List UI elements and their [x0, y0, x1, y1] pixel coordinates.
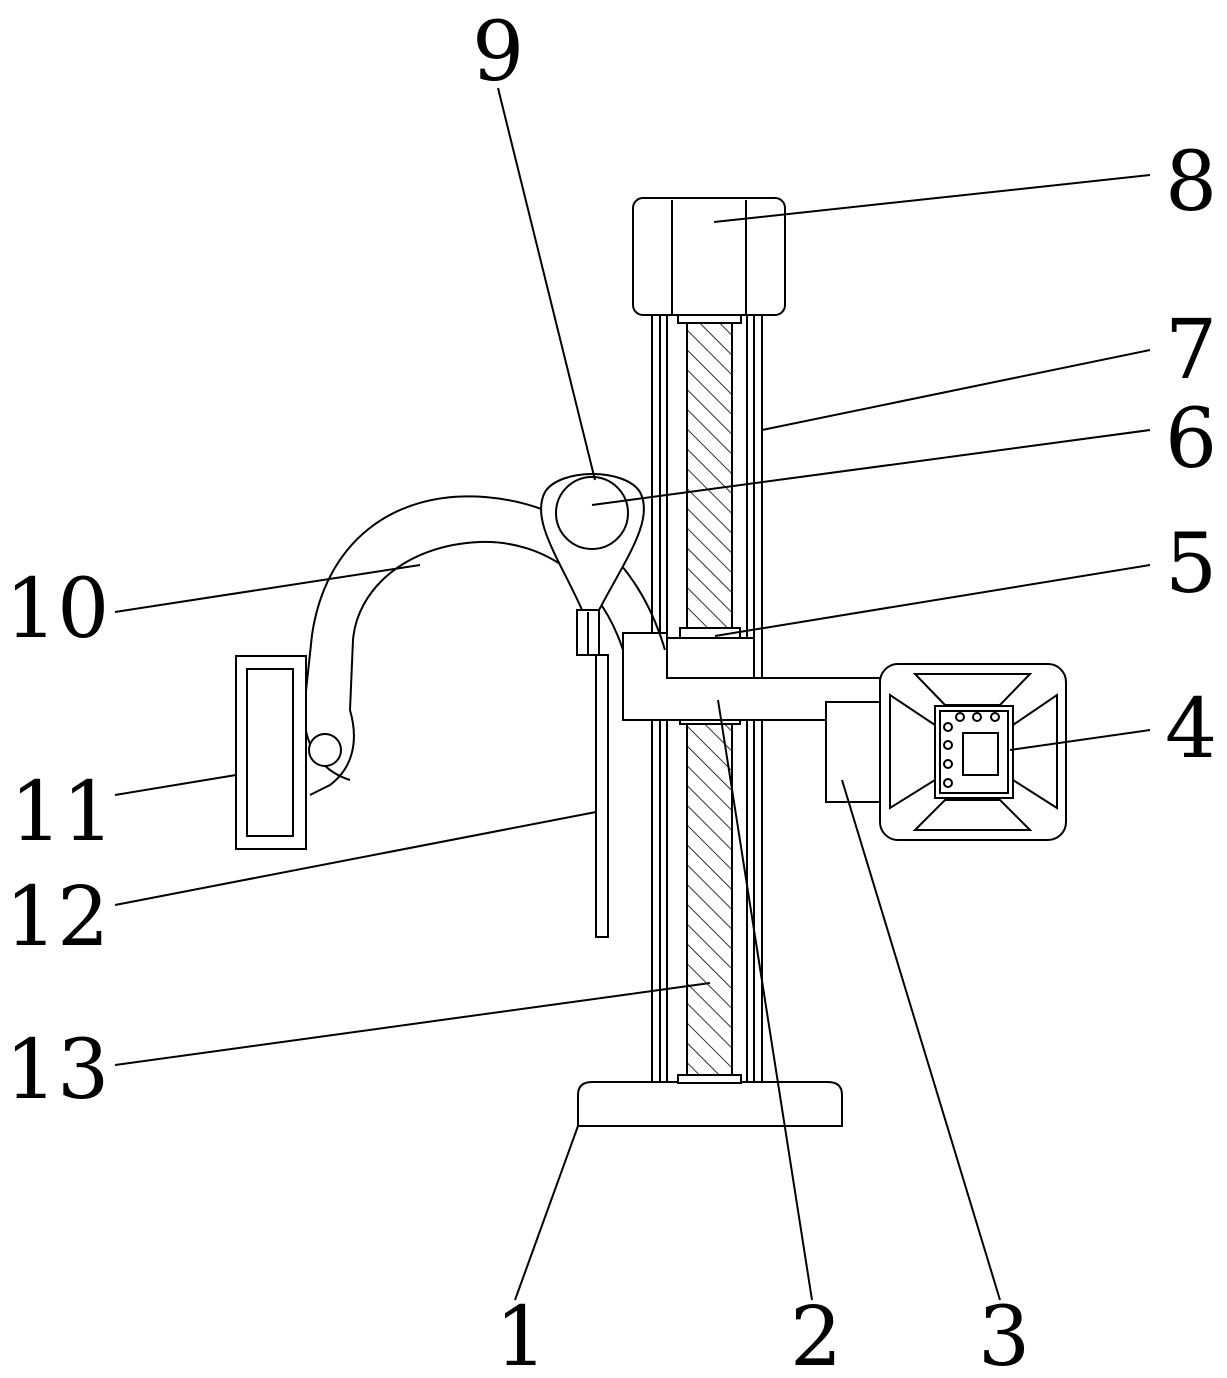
- callout-label-7: 7: [1165, 303, 1217, 398]
- leader-lines: [114, 87, 1151, 1301]
- callout-label-4: 4: [1165, 682, 1217, 777]
- callout-label-9: 9: [472, 5, 524, 100]
- callout-label-1: 1: [495, 1290, 547, 1378]
- callout-label-10: 10: [5, 562, 109, 657]
- callout-label-13: 13: [5, 1023, 109, 1118]
- lamp-head: [879, 663, 1067, 841]
- connector-block: [825, 701, 883, 803]
- callout-label-8: 8: [1165, 135, 1217, 230]
- base-plate: [577, 1081, 843, 1127]
- callout-label-6: 6: [1165, 392, 1217, 487]
- side-panel: [235, 655, 307, 850]
- ring-handle: [540, 473, 645, 656]
- callout-label-12: 12: [5, 870, 109, 965]
- callout-label-3: 3: [978, 1290, 1030, 1378]
- callout-label-5: 5: [1165, 517, 1217, 612]
- top-motor: [632, 197, 786, 316]
- callout-label-11: 11: [10, 765, 114, 860]
- callout-label-2: 2: [790, 1290, 842, 1378]
- callout-labels: 1 2 3 4 5 6 7 8 9 10 11 12 13: [5, 5, 1217, 1378]
- hanging-rod: [595, 654, 609, 938]
